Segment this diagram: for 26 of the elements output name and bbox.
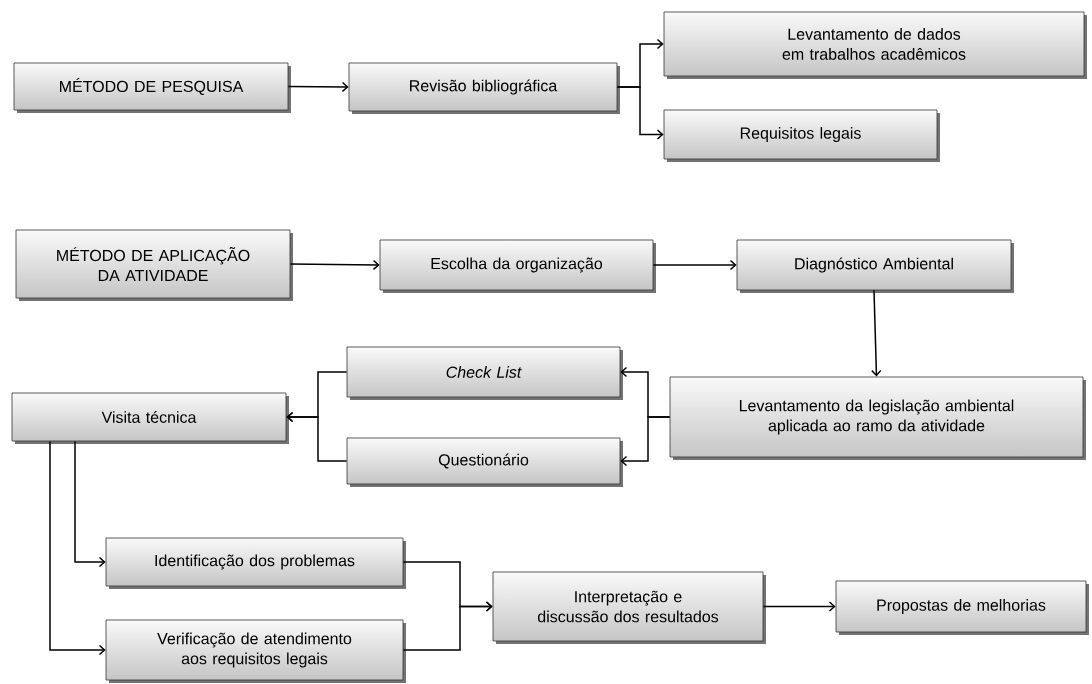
arrow [49,440,106,656]
process-box: Visita técnica [11,392,289,444]
process-box: Levantamento de dados em trabalhos acadêmicos [663,11,1087,79]
process-box: Escolha da organização [379,239,656,293]
arrow [402,601,493,651]
process-box: MÉTODO DE PESQUISA [13,62,291,113]
arrow [616,86,664,140]
arrow [620,416,671,467]
process-box: Verificação de atendimento aos requisitos legais [105,619,406,683]
process-box: Identificação dos problemas [105,537,406,589]
arrow [74,440,106,568]
process-box: Levantamento da legislação ambiental aplicada ao ramo da atividade [669,376,1086,460]
process-box: Interpretação e discussão dos resultados [492,571,766,644]
process-box: Propostas de melhorias [835,580,1089,635]
process-box: Revisão bibliográfica [348,62,620,114]
arrow [652,259,737,271]
process-box: Check List [346,346,623,400]
process-box: Requisitos legais [663,109,940,162]
arrow [287,81,349,93]
arrow [871,289,882,377]
arrow [286,411,348,462]
process-box: MÉTODO DE APLICAÇÃO DA ATIVIDADE [15,229,293,301]
process-box: Questionário [346,437,623,487]
process-box: Diagnóstico Ambiental [736,239,1014,293]
arrow [762,601,836,612]
arrow [289,259,380,271]
